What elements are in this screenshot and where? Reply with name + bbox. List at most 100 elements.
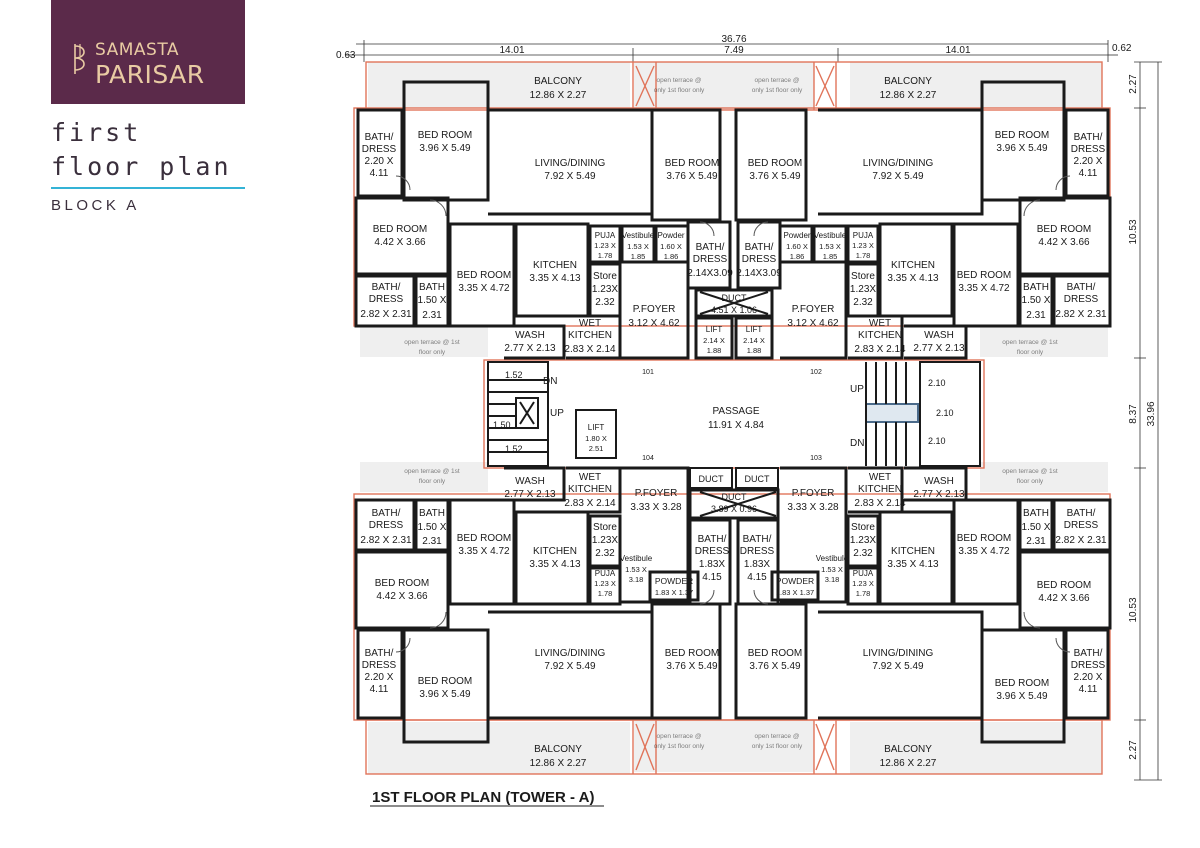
room-name: Vestibule <box>622 231 655 240</box>
room-size: 1.23X <box>592 284 618 295</box>
dim-label: 36.76 <box>721 34 746 45</box>
stair-label: DN <box>543 376 557 387</box>
room-name: DUCT <box>699 474 724 484</box>
room-name: KITCHEN <box>891 546 935 557</box>
room-size: 1.23X <box>850 284 876 295</box>
room-size: 1.88 <box>707 346 722 355</box>
room-size: 12.86 X 2.27 <box>880 90 937 101</box>
room-size: 2.20 X <box>365 672 394 683</box>
room-name: DRESS <box>1064 520 1099 531</box>
dimension-lines <box>346 40 1162 781</box>
room-size: 1.23 X <box>594 241 616 250</box>
dim-label: 14.01 <box>945 45 970 56</box>
room-name: PUJA <box>853 231 874 240</box>
dim-label: 0.63 <box>336 50 356 61</box>
room-name: DUCT <box>722 293 747 303</box>
room-name: WASH <box>924 476 954 487</box>
room-size: 12.86 X 2.27 <box>530 90 587 101</box>
room-size: 1.83X <box>699 559 725 570</box>
room-name: DRESS <box>362 660 397 671</box>
stair-width: 1.50 <box>493 420 511 430</box>
room-name: PUJA <box>853 569 874 578</box>
room-name: KITCHEN <box>533 260 577 271</box>
room-size: 2.83 X 2.14 <box>854 344 906 355</box>
room-name: BED ROOM <box>995 130 1049 141</box>
room-size: 3.18 <box>825 575 840 584</box>
terrace-note: open terrace @ <box>755 77 800 84</box>
room-size: 1.23 X <box>852 241 874 250</box>
room-size: 3.35 X 4.13 <box>529 559 581 570</box>
terrace-note: floor only <box>419 349 446 356</box>
room-size: 2.31 <box>1026 536 1046 547</box>
room-size: 2.51 <box>589 444 604 453</box>
room-name: PUJA <box>595 569 616 578</box>
plan-caption: 1ST FLOOR PLAN (TOWER - A) <box>372 789 595 806</box>
flat-number: 103 <box>810 455 822 462</box>
room-size: 4.42 X 3.66 <box>1038 593 1090 604</box>
room-size: 4.11 <box>1079 168 1098 179</box>
room-size: 7.92 X 5.49 <box>872 171 924 182</box>
room-name: BED ROOM <box>418 676 472 687</box>
room-name: Powder <box>783 231 810 240</box>
room-size: 4.11 <box>370 168 389 179</box>
room-size: 3.96 X 5.49 <box>996 143 1048 154</box>
room-name: BED ROOM <box>457 270 511 281</box>
room-name: DRESS <box>740 546 775 557</box>
room-name: BATH/ <box>372 508 401 519</box>
room-size: 1.60 X <box>660 242 682 251</box>
terrace-note: open terrace @ <box>755 733 800 740</box>
terrace-note: open terrace @ <box>657 733 702 740</box>
room-size: 3.96 X 5.49 <box>419 143 471 154</box>
flat-numbers: 101 102 103 104 <box>642 369 822 462</box>
room-name: Vestibule <box>814 231 847 240</box>
room-size: 1.23 X <box>852 579 874 588</box>
room-name: BALCONY <box>884 744 932 755</box>
room-name: P.FOYER <box>792 488 835 499</box>
stair-width: 2.10 <box>928 436 946 446</box>
room-name: BED ROOM <box>1037 580 1091 591</box>
room-size: 1.85 <box>631 252 646 261</box>
terrace-note: floor only <box>1017 478 1044 485</box>
room-name: BED ROOM <box>957 533 1011 544</box>
room-name: LIVING/DINING <box>535 158 606 169</box>
room-size: 2.20 X <box>1074 672 1103 683</box>
stair-width: 1.52 <box>505 444 523 454</box>
room-size: 2.83 X 2.14 <box>564 344 616 355</box>
room-name: BATH/ <box>743 534 772 545</box>
terrace-note: open terrace @ 1st <box>1002 468 1058 475</box>
room-labels-core: BATH/ DRESS 2.14X3.09 BATH/ DRESS 2.14X3… <box>504 242 965 583</box>
room-size: 2.82 X 2.31 <box>360 535 412 546</box>
room-name: Vestibule <box>620 554 653 563</box>
room-size: 2.20 X <box>1074 156 1103 167</box>
stair-label: UP <box>850 384 864 395</box>
room-size: 3.76 X 5.49 <box>666 661 718 672</box>
room-size: 1.83 X 1.37 <box>776 588 814 597</box>
room-size: 2.14 X <box>743 336 765 345</box>
room-size: 4.11 <box>1079 684 1098 695</box>
side-title-line1: first <box>51 118 142 147</box>
room-name: BED ROOM <box>748 648 802 659</box>
room-name: LIFT <box>706 325 723 334</box>
room-name: DRESS <box>369 294 404 305</box>
room-size: 1.23X <box>850 535 876 546</box>
room-name: POWDER <box>776 576 814 586</box>
room-name: KITCHEN <box>858 484 902 495</box>
side-title-line2: floor plan <box>51 152 232 181</box>
terrace-note: open terrace @ 1st <box>404 339 460 346</box>
room-name: BATH/ <box>372 282 401 293</box>
brand-name-line2: PARISAR <box>95 60 205 89</box>
room-size: 3.35 X 4.13 <box>529 273 581 284</box>
room-size: 1.50 X <box>1022 295 1051 306</box>
stair-labels: DN UP UP DN 1.52 1.50 1.52 2.10 2.10 2.1… <box>493 370 954 454</box>
room-size: 7.92 X 5.49 <box>544 661 596 672</box>
room-name: BED ROOM <box>995 678 1049 689</box>
room-size: 3.35 X 4.72 <box>458 283 510 294</box>
room-name: BALCONY <box>534 744 582 755</box>
room-size: 1.53 X <box>625 565 647 574</box>
room-size: 4.42 X 3.66 <box>1038 237 1090 248</box>
room-size: 1.86 <box>790 252 805 261</box>
dim-label: 8.37 <box>1128 404 1139 424</box>
room-name: BATH/ <box>1074 648 1103 659</box>
room-name: Vestibule <box>816 554 849 563</box>
room-size: 1.85 <box>823 252 838 261</box>
